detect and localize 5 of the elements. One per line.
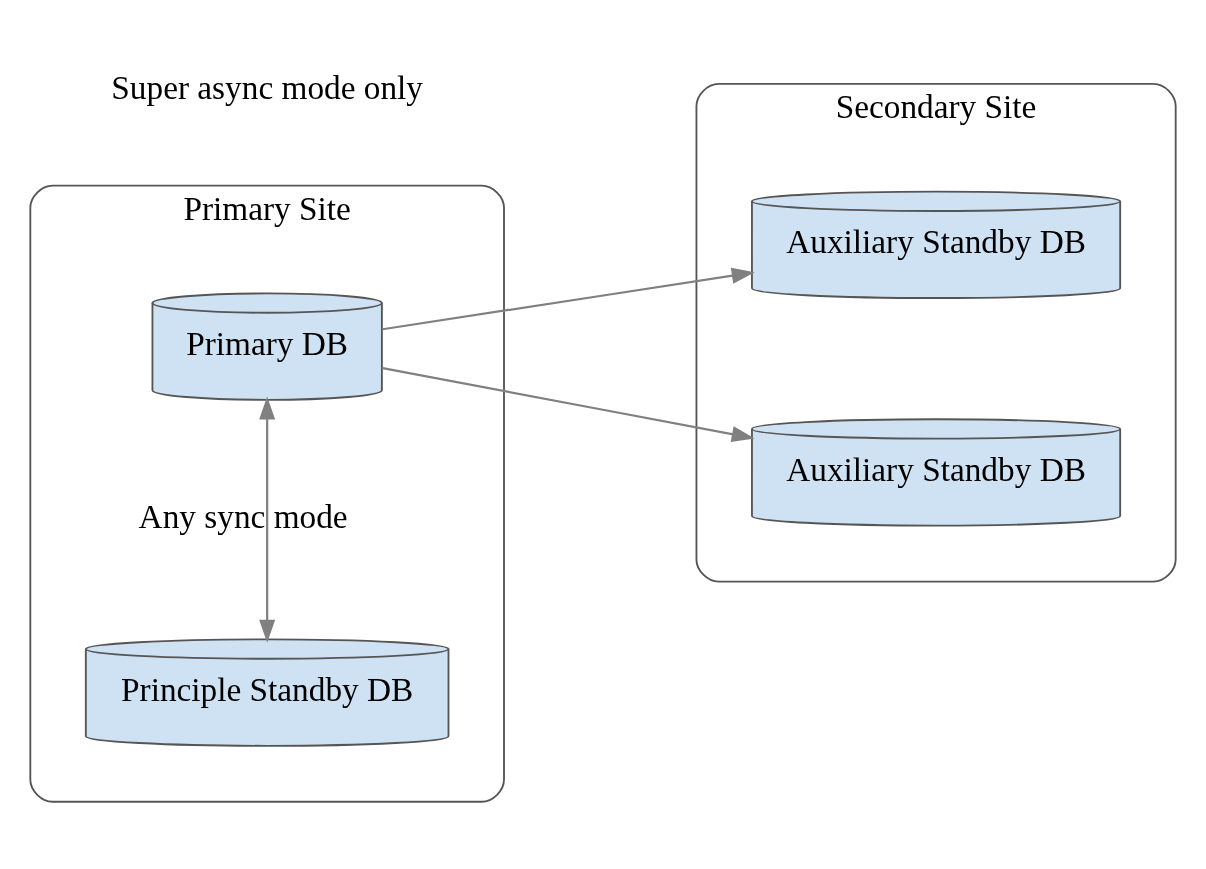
- arrow: [382, 367, 755, 443]
- arrow: [259, 396, 276, 643]
- edge-label: Any sync mode: [138, 497, 348, 535]
- arrow: [382, 267, 755, 331]
- label: Super async mode only: [111, 69, 423, 107]
